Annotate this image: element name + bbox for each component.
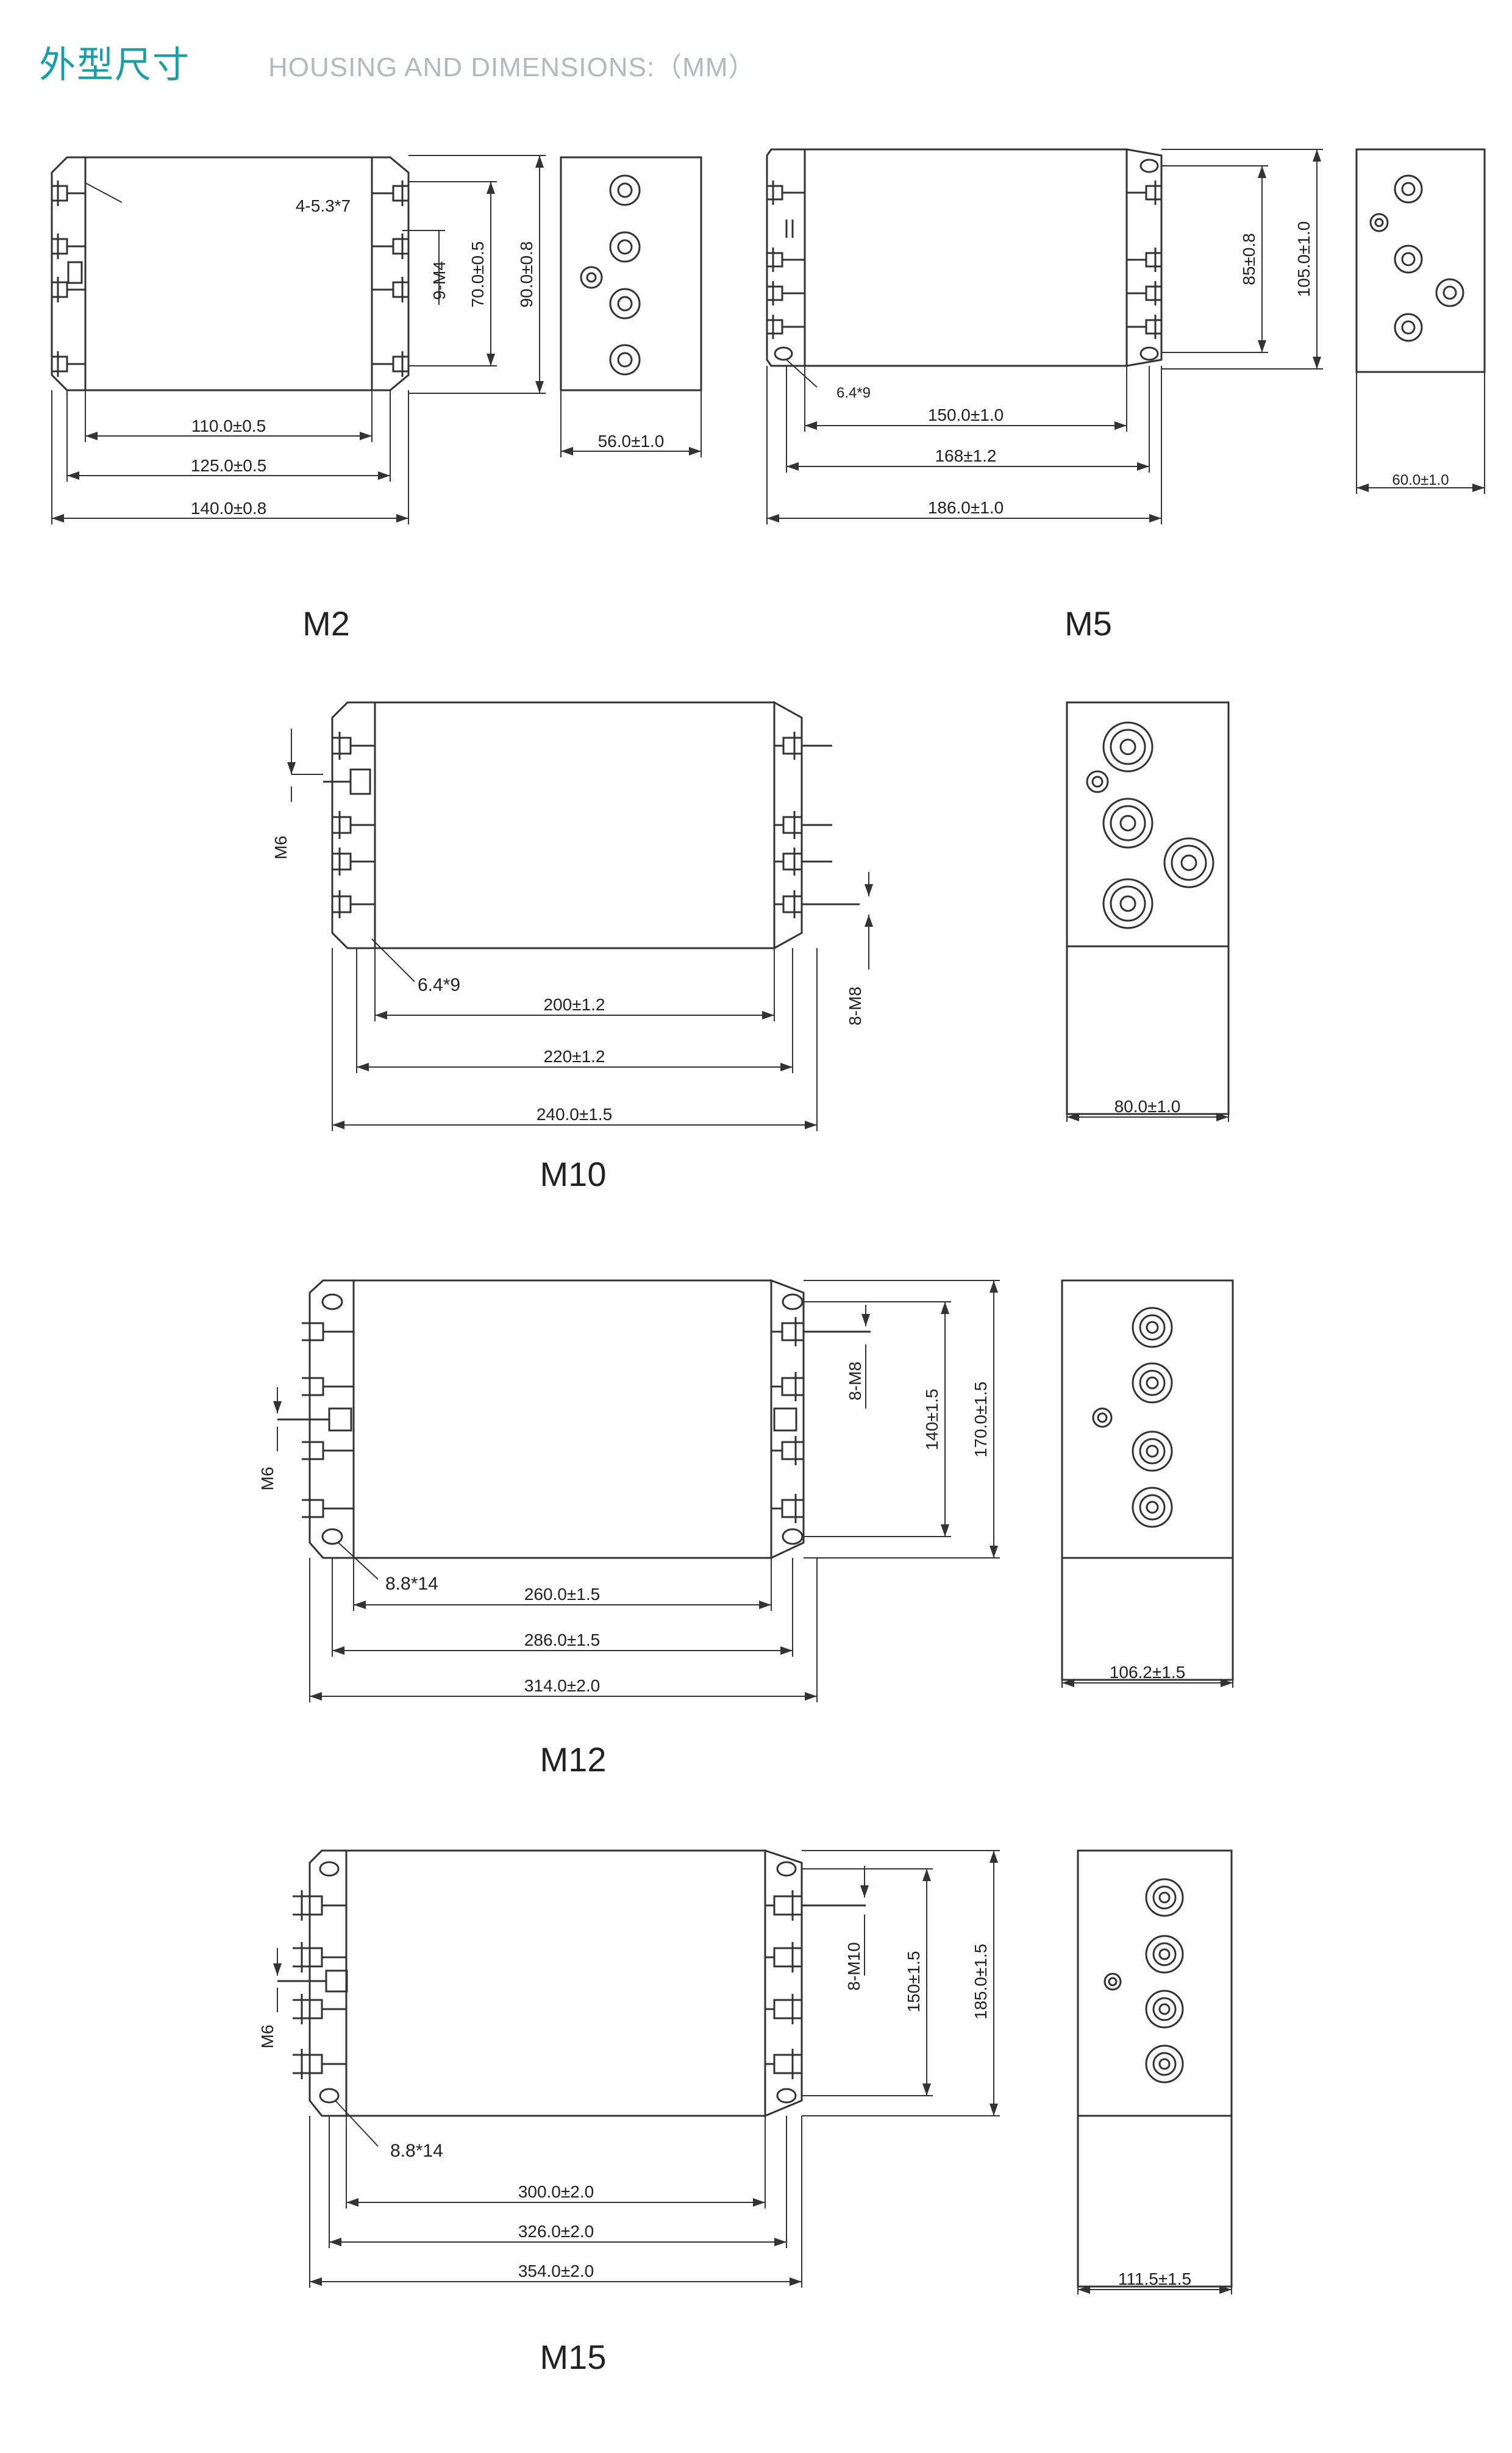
m2-width-mid: 125.0±0.5	[191, 456, 266, 475]
m10-left-terminals	[323, 732, 375, 918]
m5-right-terminals	[1127, 180, 1161, 339]
m2-model-label: M2	[302, 604, 350, 643]
m10-holes-label: 6.4*9	[418, 975, 460, 995]
m2-width-outer: 140.0±0.8	[191, 499, 266, 518]
m15-width-inner: 300.0±2.0	[518, 2182, 594, 2201]
m12-ground-label: M6	[258, 1467, 277, 1491]
m2-height-inner: 70.0±0.5	[468, 241, 487, 308]
page-subtitle: HOUSING AND DIMENSIONS:（MM）	[268, 52, 756, 82]
m12-depth: 106.2±1.5	[1110, 1663, 1185, 1682]
m10-depth: 80.0±1.0	[1114, 1097, 1181, 1116]
m15-left-terminals	[277, 1890, 348, 2079]
m5-width-outer: 186.0±1.0	[928, 498, 1004, 517]
m2-height-outer: 90.0±0.8	[517, 241, 536, 308]
m12-right-terminals	[771, 1317, 871, 1523]
m12-model-label: M12	[540, 1740, 607, 1779]
m15-terminal-label: 8-M10	[844, 1942, 863, 1990]
m2-front-view	[51, 155, 546, 524]
m2-right-terminals	[372, 180, 408, 377]
m15-height-outer: 185.0±1.5	[971, 1944, 990, 2019]
m2-holes-label: 4-5.3*7	[296, 196, 351, 215]
m5-holes-label: 6.4*9	[836, 385, 871, 401]
m15-depth: 111.5±1.5	[1118, 2269, 1191, 2288]
m12-width-inner: 260.0±1.5	[524, 1585, 600, 1604]
m12-terminal-label: 8-M8	[846, 1362, 865, 1401]
m12-holes-label: 8.8*14	[385, 1574, 438, 1594]
m12-left-terminals	[277, 1317, 354, 1523]
m15-height-inner: 150±1.5	[904, 1951, 923, 2012]
m5-left-terminals	[767, 180, 805, 339]
m12-width-mid: 286.0±1.5	[524, 1630, 600, 1649]
m5-height-outer: 105.0±1.0	[1294, 221, 1313, 297]
m2-width-inner: 110.0±0.5	[191, 416, 266, 435]
m15-model-label: M15	[540, 2338, 607, 2376]
m12-front-view	[273, 1279, 1000, 1702]
m5-depth: 60.0±1.0	[1392, 472, 1449, 488]
m2-terminal-label: 9-M4	[430, 261, 449, 300]
m5-width-mid: 168±1.2	[935, 446, 996, 465]
m10-width-mid: 220±1.2	[543, 1047, 605, 1066]
m10-side-view	[1066, 701, 1230, 1122]
m10-model-label: M10	[540, 1155, 607, 1193]
m12-height-inner: 140±1.5	[922, 1388, 941, 1450]
m5-model-label: M5	[1064, 604, 1112, 643]
m5-width-inner: 150.0±1.0	[928, 405, 1004, 424]
m5-height-inner: 85±0.8	[1239, 233, 1258, 285]
m2-left-terminals	[52, 180, 85, 377]
m12-height-outer: 170.0±1.5	[971, 1382, 990, 1457]
m10-terminal-label: 8-M8	[846, 987, 865, 1026]
m10-right-terminals	[774, 732, 860, 918]
m12-width-outer: 314.0±2.0	[524, 1676, 600, 1695]
m15-width-mid: 326.0±2.0	[518, 2222, 594, 2241]
m15-width-outer: 354.0±2.0	[518, 2262, 594, 2280]
m5-front-view	[766, 148, 1323, 524]
m10-front-view	[287, 701, 873, 1131]
page-title: 外型尺寸	[39, 44, 190, 87]
m15-side-view	[1077, 1849, 1233, 2294]
m2-side-view	[560, 156, 702, 457]
m10-width-inner: 200±1.2	[543, 995, 605, 1014]
m10-ground-label: M6	[271, 836, 290, 860]
m15-ground-label: M6	[258, 2025, 277, 2049]
m15-right-terminals	[765, 1890, 866, 2079]
m2-depth: 56.0±1.0	[598, 432, 665, 451]
m12-side-view	[1061, 1279, 1234, 1688]
m15-front-view	[273, 1849, 1000, 2288]
m5-side-view	[1355, 148, 1486, 494]
m15-holes-label: 8.8*14	[390, 2141, 443, 2161]
m10-width-outer: 240.0±1.5	[537, 1105, 612, 1124]
